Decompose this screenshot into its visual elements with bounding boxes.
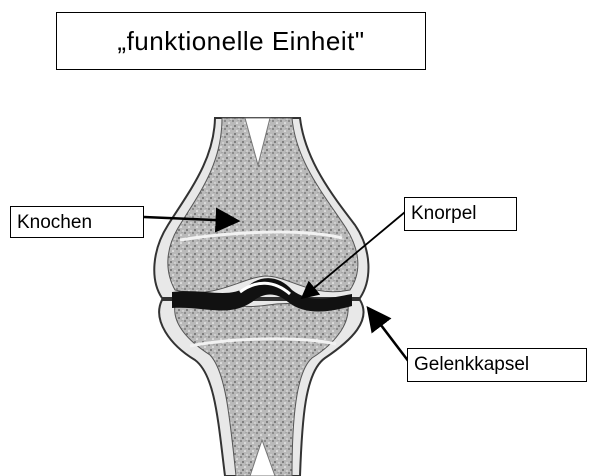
label-knochen: Knochen bbox=[10, 206, 144, 238]
arrow-gelenkkapsel bbox=[368, 308, 409, 362]
label-knorpel: Knorpel bbox=[404, 197, 517, 231]
page-title: „funktionelle Einheit" bbox=[56, 12, 426, 70]
label-gelenkkapsel: Gelenkkapsel bbox=[407, 348, 587, 382]
